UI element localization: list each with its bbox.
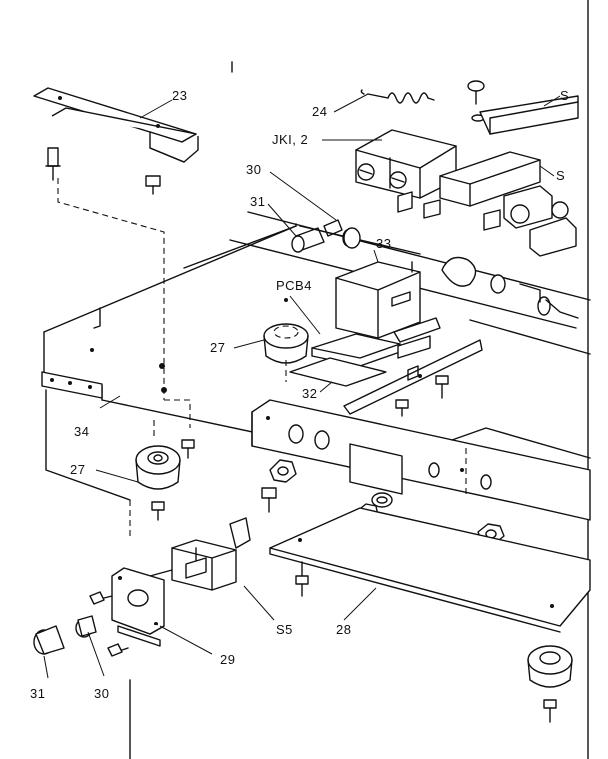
label-24: 24 (312, 104, 327, 119)
screws-lower-left (159, 363, 195, 459)
chassis-rail (343, 339, 483, 415)
label-30-upper: 30 (246, 162, 261, 177)
screw-top (467, 80, 485, 122)
leader-lines (43, 93, 561, 679)
label-pcb4: PCB4 (276, 278, 312, 293)
label-29: 29 (220, 652, 235, 667)
part-28-bottom-plate (269, 507, 591, 633)
label-23: 23 (172, 88, 187, 103)
front-panel (251, 399, 591, 521)
screw-plate (295, 561, 309, 597)
switch-row-top-right (397, 95, 579, 257)
part-27-foot-lower (135, 445, 181, 521)
part-34-guide (45, 389, 131, 540)
label-31-upper: 31 (250, 194, 265, 209)
screw-panel (261, 487, 277, 513)
label-34: 34 (74, 424, 89, 439)
part-s5-switch (149, 517, 251, 591)
label-jk12: JKI, 2 (272, 132, 308, 147)
label-31-lower: 31 (30, 686, 45, 701)
label-30-lower: 30 (94, 686, 109, 701)
rear-panel-top (451, 427, 591, 498)
part-32-sheet (289, 357, 387, 387)
label-27-lower: 27 (70, 462, 85, 477)
label-33: 33 (376, 236, 391, 251)
part-23-bracket (33, 87, 199, 195)
label-s5: S5 (276, 622, 293, 637)
label-32: 32 (302, 386, 317, 401)
chassis-main (41, 211, 591, 455)
part-33-transformer (335, 261, 421, 339)
label-28: 28 (336, 622, 351, 637)
part-24-spring (360, 89, 435, 104)
pcb4-board (311, 317, 441, 367)
label-s-mid: S (556, 168, 565, 183)
label-27-upper: 27 (210, 340, 225, 355)
part-27-foot-upper (263, 298, 309, 382)
part-31-30-knob-lower (33, 615, 97, 655)
label-s-top: S (560, 88, 569, 103)
foot-bottom-right (527, 645, 573, 723)
part-labels: 23 24 JKI, 2 30 31 33 PCB4 27 32 34 27 2… (30, 88, 569, 701)
screws-part-29 (89, 591, 129, 657)
screws-rail (395, 375, 449, 417)
part-29-bracket (111, 567, 165, 647)
